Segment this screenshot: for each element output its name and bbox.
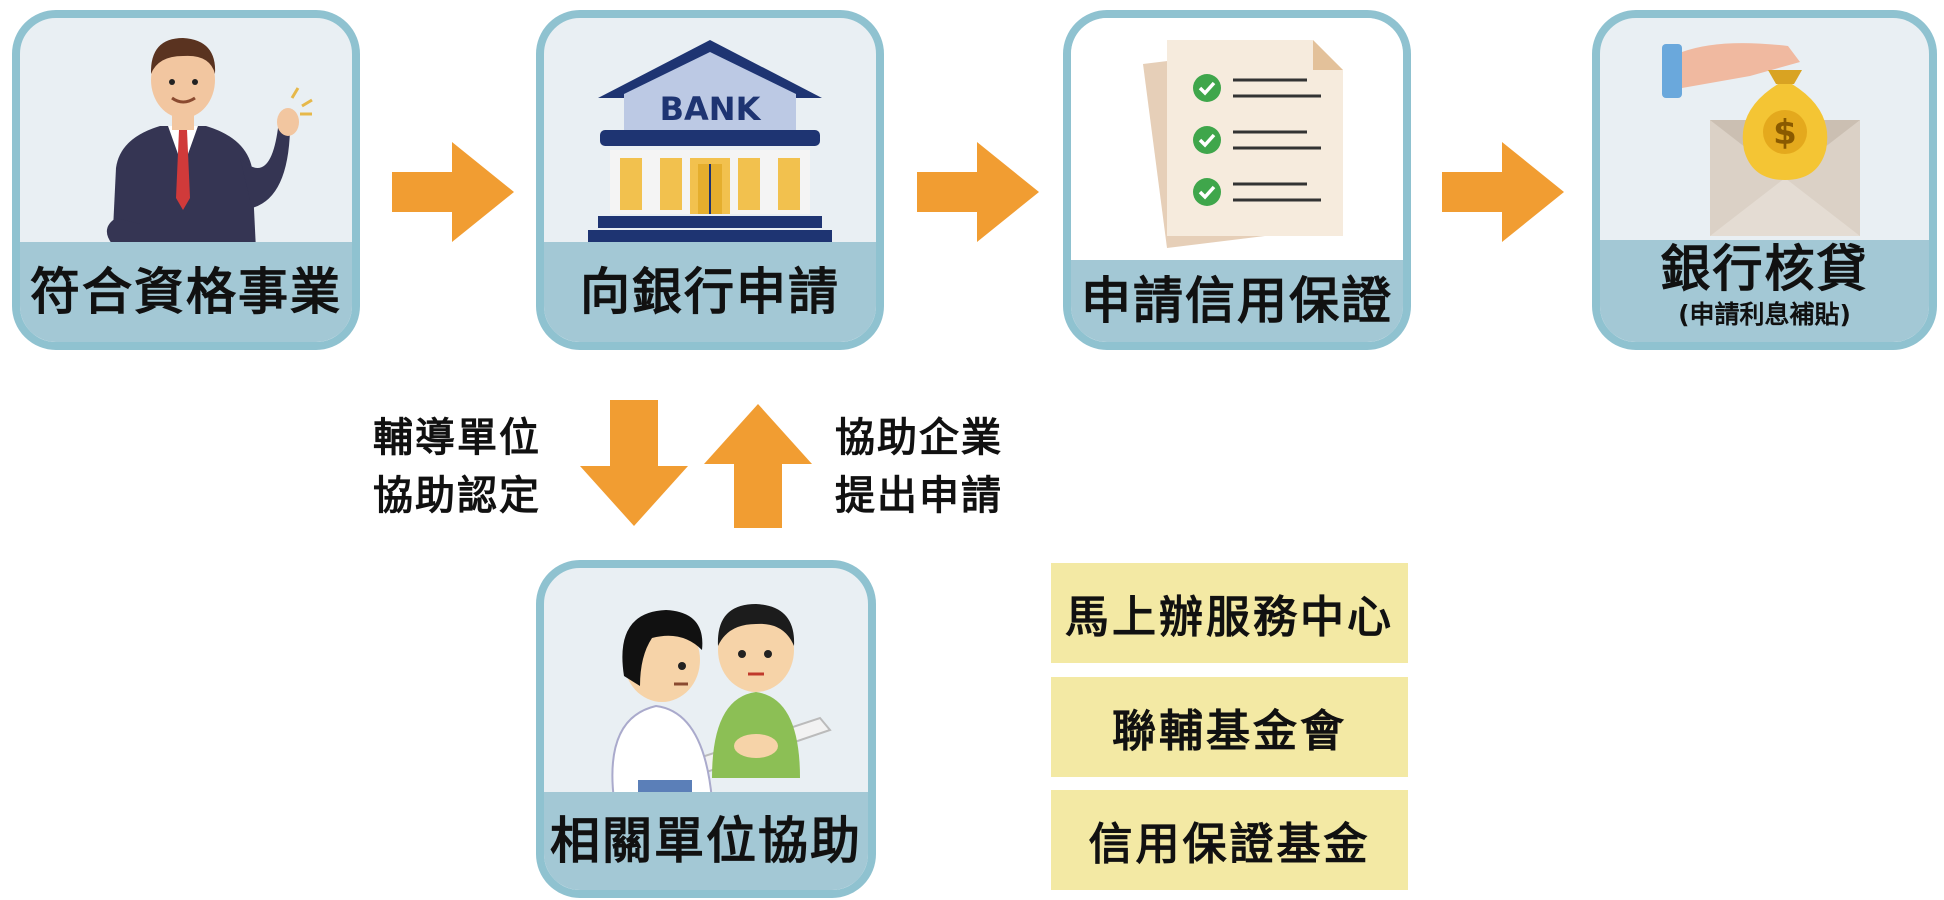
step-4-label: 銀行核貸	[1660, 240, 1869, 298]
businessman-icon	[106, 38, 313, 250]
arrow-down-icon	[580, 400, 688, 526]
arrow-up-icon	[704, 404, 812, 528]
note-down: 輔導單位 協助認定	[373, 409, 541, 525]
checklist-illustration	[1071, 18, 1403, 260]
bank-icon: BANK	[588, 40, 832, 242]
arrow-right-icon	[1442, 142, 1564, 242]
support-unit-card: 相關單位協助	[536, 560, 876, 898]
step-apply-bank-card: BANK 向銀行申請	[536, 10, 884, 350]
support-unit-label: 相關單位協助	[550, 811, 862, 870]
note-up-line-1: 協助企業	[835, 415, 1003, 461]
consultation-icon	[611, 604, 832, 802]
arrow-right-icon	[917, 142, 1039, 242]
step-qualified-business-card: 符合資格事業	[12, 10, 360, 350]
step-1-label: 符合資格事業	[30, 262, 342, 321]
note-down-line-2: 協助認定	[373, 473, 541, 519]
businessman-illustration	[20, 18, 352, 258]
bank-sign-text: BANK	[660, 90, 762, 128]
step-4-sublabel: (申請利息補貼)	[1678, 300, 1851, 329]
step-loan-approval-card: $ 銀行核貸 (申請利息補貼)	[1592, 10, 1937, 350]
note-up: 協助企業 提出申請	[835, 409, 1003, 525]
consultation-illustration	[544, 568, 868, 808]
arrow-right-icon	[392, 142, 514, 242]
org-box-2: 聯輔基金會	[1051, 677, 1408, 777]
bank-illustration: BANK	[544, 18, 876, 254]
note-up-line-2: 提出申請	[835, 473, 1003, 519]
org-box-3: 信用保證基金	[1051, 790, 1408, 890]
money-bag-envelope-icon: $	[1662, 43, 1860, 236]
svg-text:$: $	[1773, 113, 1797, 153]
money-bag-illustration: $	[1600, 18, 1929, 250]
step-credit-guarantee-card: 申請信用保證	[1063, 10, 1411, 350]
note-down-line-1: 輔導單位	[373, 415, 541, 461]
step-3-label: 申請信用保證	[1081, 271, 1393, 330]
step-2-label: 向銀行申請	[580, 262, 840, 321]
checklist-document-icon	[1143, 40, 1343, 248]
org-box-1: 馬上辦服務中心	[1051, 563, 1408, 663]
